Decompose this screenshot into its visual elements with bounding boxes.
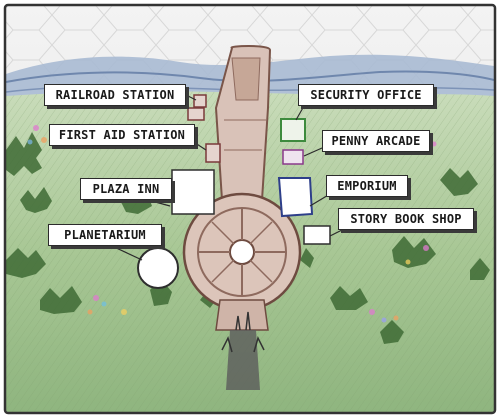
building-story-book-shop [303, 225, 331, 245]
flowers [27, 125, 437, 323]
building-first-aid-station [205, 143, 221, 163]
central-hub [182, 192, 302, 312]
label-plaza-inn[interactable]: PLAZA INN [80, 178, 172, 200]
castle [215, 299, 269, 390]
label-security-office[interactable]: SECURITY OFFICE [298, 84, 434, 106]
map-frame [3, 3, 497, 415]
building-plaza-inn [171, 169, 215, 215]
building-emporium [277, 177, 314, 218]
label-penny-arcade[interactable]: PENNY ARCADE [322, 130, 430, 152]
label-railroad-station[interactable]: RAILROAD STATION [44, 84, 186, 106]
building-penny-arcade [282, 149, 304, 165]
building-security-office [280, 118, 306, 142]
building-planetarium [137, 247, 179, 289]
label-story-book-shop[interactable]: STORY BOOK SHOP [338, 208, 474, 230]
label-planetarium[interactable]: PLANETARIUM [48, 224, 162, 246]
building-railroad-station [187, 94, 207, 121]
label-emporium[interactable]: EMPORIUM [326, 175, 408, 197]
label-first-aid-station[interactable]: FIRST AID STATION [49, 124, 195, 146]
main-street [214, 45, 272, 201]
